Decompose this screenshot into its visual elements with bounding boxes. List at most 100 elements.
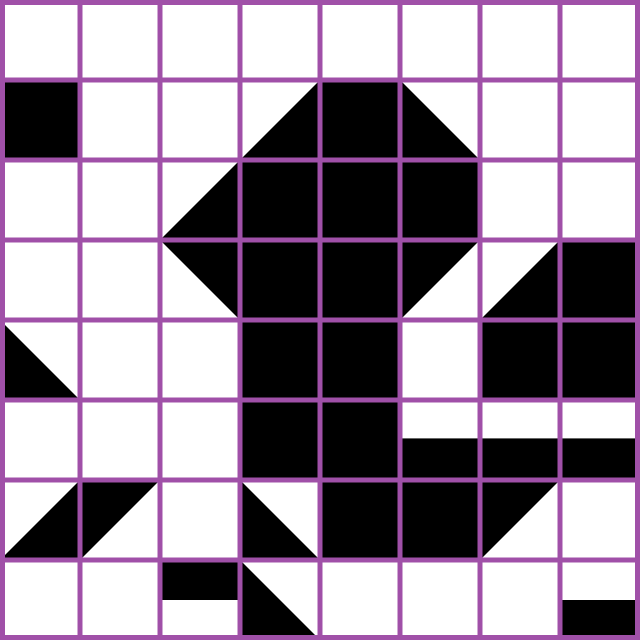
cell-r8-c3[interactable] — [160, 560, 240, 640]
cell-r6-c3[interactable] — [160, 400, 240, 480]
cell-fill-band-mid — [400, 438, 480, 480]
cell-r3-c2[interactable] — [80, 160, 160, 240]
cell-r5-c2[interactable] — [80, 320, 160, 400]
cell-r3-c1[interactable] — [0, 160, 80, 240]
cell-r8-c7[interactable] — [480, 560, 560, 640]
cell-r2-c5[interactable] — [320, 80, 400, 160]
cell-fill-full — [240, 320, 320, 400]
cell-r7-c4[interactable] — [240, 480, 320, 560]
cell-r5-c8[interactable] — [560, 320, 640, 400]
cell-fill-band-top — [160, 560, 240, 600]
cell-background — [80, 320, 160, 400]
cell-r3-c5[interactable] — [320, 160, 400, 240]
cell-r2-c7[interactable] — [480, 80, 560, 160]
cell-r3-c6[interactable] — [400, 160, 480, 240]
cell-background — [80, 0, 160, 80]
cell-r5-c3[interactable] — [160, 320, 240, 400]
cell-r5-c7[interactable] — [480, 320, 560, 400]
cell-r6-c1[interactable] — [0, 400, 80, 480]
cell-r8-c1[interactable] — [0, 560, 80, 640]
cell-r7-c3[interactable] — [160, 480, 240, 560]
cell-r7-c2[interactable] — [80, 480, 160, 560]
cell-r5-c1[interactable] — [0, 320, 80, 400]
cell-fill-full — [400, 480, 480, 560]
cell-r6-c7[interactable] — [480, 400, 560, 480]
cell-r3-c4[interactable] — [240, 160, 320, 240]
cell-r6-c4[interactable] — [240, 400, 320, 480]
cell-r1-c6[interactable] — [400, 0, 480, 80]
cell-r3-c3[interactable] — [160, 160, 240, 240]
cell-fill-full — [320, 160, 400, 240]
cell-background — [480, 0, 560, 80]
cell-r7-c5[interactable] — [320, 480, 400, 560]
cell-r1-c8[interactable] — [560, 0, 640, 80]
cell-r4-c4[interactable] — [240, 240, 320, 320]
cell-r4-c1[interactable] — [0, 240, 80, 320]
cell-fill-band-mid — [480, 438, 560, 480]
cell-r7-c6[interactable] — [400, 480, 480, 560]
cell-r6-c2[interactable] — [80, 400, 160, 480]
cell-r7-c1[interactable] — [0, 480, 80, 560]
cell-fill-tri-tl — [400, 240, 480, 320]
cell-fill-tri-br — [480, 240, 560, 320]
cell-r8-c4[interactable] — [240, 560, 320, 640]
cell-fill-band-mid — [560, 438, 640, 480]
cell-r4-c7[interactable] — [480, 240, 560, 320]
cell-r4-c8[interactable] — [560, 240, 640, 320]
cell-r6-c6[interactable] — [400, 400, 480, 480]
cell-r2-c8[interactable] — [560, 80, 640, 160]
cell-r6-c8[interactable] — [560, 400, 640, 480]
cell-r5-c6[interactable] — [400, 320, 480, 400]
cell-r2-c3[interactable] — [160, 80, 240, 160]
cell-background — [0, 240, 80, 320]
cell-r2-c2[interactable] — [80, 80, 160, 160]
cell-fill-full — [240, 400, 320, 480]
cell-background — [400, 320, 480, 400]
cell-background — [400, 560, 480, 640]
cell-r5-c4[interactable] — [240, 320, 320, 400]
cell-r7-c8[interactable] — [560, 480, 640, 560]
cell-r4-c2[interactable] — [80, 240, 160, 320]
cell-background — [480, 80, 560, 160]
cell-background — [0, 160, 80, 240]
cell-r1-c2[interactable] — [80, 0, 160, 80]
cell-fill-tri-bl — [400, 80, 480, 160]
cell-background — [160, 320, 240, 400]
cell-background — [80, 400, 160, 480]
cell-background — [560, 480, 640, 560]
cell-r2-c4[interactable] — [240, 80, 320, 160]
cell-r2-c1[interactable] — [0, 80, 80, 160]
cell-r8-c8[interactable] — [560, 560, 640, 640]
cell-r7-c7[interactable] — [480, 480, 560, 560]
cell-fill-tri-bl — [240, 480, 320, 560]
cell-r5-c5[interactable] — [320, 320, 400, 400]
cell-r4-c5[interactable] — [320, 240, 400, 320]
cell-background — [240, 0, 320, 80]
cell-r8-c6[interactable] — [400, 560, 480, 640]
cell-fill-full — [400, 160, 480, 240]
cell-r1-c1[interactable] — [0, 0, 80, 80]
cell-background — [400, 0, 480, 80]
cell-background — [0, 560, 80, 640]
cell-background — [80, 80, 160, 160]
cell-r1-c5[interactable] — [320, 0, 400, 80]
cell-r4-c6[interactable] — [400, 240, 480, 320]
cell-r1-c4[interactable] — [240, 0, 320, 80]
cell-r4-c3[interactable] — [160, 240, 240, 320]
cell-r8-c5[interactable] — [320, 560, 400, 640]
cell-r6-c5[interactable] — [320, 400, 400, 480]
cell-fill-tri-bl — [240, 560, 320, 640]
cell-r3-c8[interactable] — [560, 160, 640, 240]
cell-fill-full — [240, 160, 320, 240]
cell-r3-c7[interactable] — [480, 160, 560, 240]
cell-r1-c7[interactable] — [480, 0, 560, 80]
cell-r1-c3[interactable] — [160, 0, 240, 80]
cell-r2-c6[interactable] — [400, 80, 480, 160]
cell-background — [560, 160, 640, 240]
cell-background — [0, 0, 80, 80]
cell-r8-c2[interactable] — [80, 560, 160, 640]
cell-background — [160, 80, 240, 160]
cell-background — [80, 560, 160, 640]
